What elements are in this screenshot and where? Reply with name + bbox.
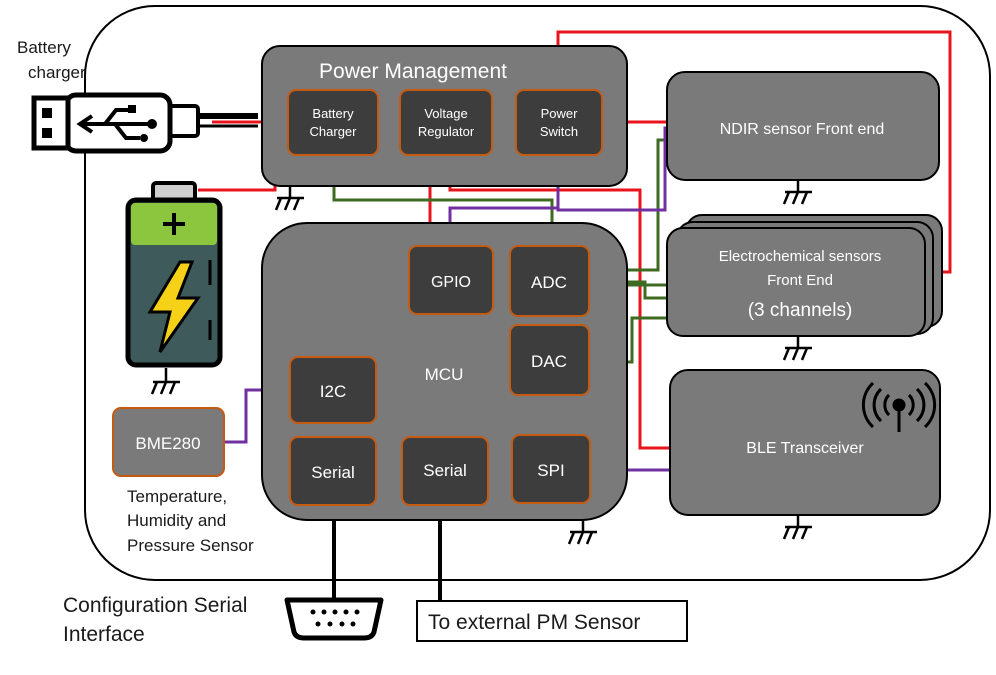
bme-caption-line1: Temperature, xyxy=(127,487,227,506)
voltage-regulator-block: Voltage Regulator xyxy=(399,89,493,156)
dac-label: DAC xyxy=(531,352,567,371)
serial-config-label: Serial xyxy=(311,463,354,482)
electrochemical-line3: (3 channels) xyxy=(748,300,853,321)
spi-label: SPI xyxy=(537,461,564,480)
i2c-label: I2C xyxy=(320,382,346,401)
battery-charger-block: Battery Charger xyxy=(287,89,379,156)
external-pm-sensor-box: To external PM Sensor xyxy=(416,600,688,642)
battery-charger-line2: Charger xyxy=(310,124,358,139)
bme280-label: BME280 xyxy=(135,434,200,453)
power-management-block: Power Management Battery Charger Voltage… xyxy=(261,45,628,187)
electrochemical-line1: Electrochemical sensors xyxy=(719,248,882,265)
bme-caption-line3: Pressure Sensor xyxy=(127,536,254,555)
i2c-block: I2C xyxy=(289,356,377,424)
gpio-label: GPIO xyxy=(431,274,471,291)
ndir-label: NDIR sensor Front end xyxy=(720,121,885,138)
bme-caption-line2: Humidity and xyxy=(127,511,226,530)
ground-icon-battery xyxy=(150,368,180,395)
battery-charger-line1: Battery xyxy=(312,106,354,121)
ground-icon-power xyxy=(274,186,304,211)
electrochemical-front-end-block: Electrochemical sensors Front End (3 cha… xyxy=(666,214,943,337)
ble-label: BLE Transceiver xyxy=(746,440,864,457)
ble-transceiver-block: BLE Transceiver xyxy=(669,369,941,516)
ground-icon-ndir xyxy=(782,180,812,205)
battery-charger-caption-line2: charger xyxy=(28,63,86,82)
config-serial-caption-line1: Configuration Serial xyxy=(63,594,247,617)
power-switch-line2: Switch xyxy=(540,124,578,139)
ground-icon-ble xyxy=(782,515,812,540)
battery-icon xyxy=(125,181,223,368)
spi-block: SPI xyxy=(511,434,591,504)
external-pm-label: To external PM Sensor xyxy=(428,611,640,634)
config-serial-caption-line2: Interface xyxy=(63,623,145,646)
adc-label: ADC xyxy=(531,273,567,292)
electrochemical-line2: Front End xyxy=(767,272,833,289)
ground-icon-mcu xyxy=(567,520,597,545)
usb-plug-icon xyxy=(31,92,258,154)
serial-pm-label: Serial xyxy=(423,461,466,480)
adc-block: ADC xyxy=(509,245,590,317)
power-management-title: Power Management xyxy=(319,60,507,83)
power-switch-block: Power Switch xyxy=(515,89,603,156)
ground-icon-electrochemical xyxy=(782,336,812,361)
db9-connector-icon xyxy=(284,597,384,641)
voltage-regulator-line1: Voltage xyxy=(424,106,467,121)
mcu-label: MCU xyxy=(425,365,464,384)
power-switch-line1: Power xyxy=(541,106,579,121)
dac-block: DAC xyxy=(509,324,590,396)
serial-config-block: Serial xyxy=(289,436,377,506)
serial-pm-block: Serial xyxy=(401,436,489,506)
ndir-front-end-block: NDIR sensor Front end xyxy=(666,71,940,181)
bme280-block: BME280 xyxy=(112,407,225,477)
mcu-block: MCU GPIO ADC DAC I2C Serial Serial SPI xyxy=(261,222,628,521)
voltage-regulator-line2: Regulator xyxy=(418,124,475,139)
wireless-antenna-icon xyxy=(861,381,937,432)
gpio-block: GPIO xyxy=(408,245,494,315)
battery-charger-caption-line1: Battery xyxy=(17,38,71,57)
